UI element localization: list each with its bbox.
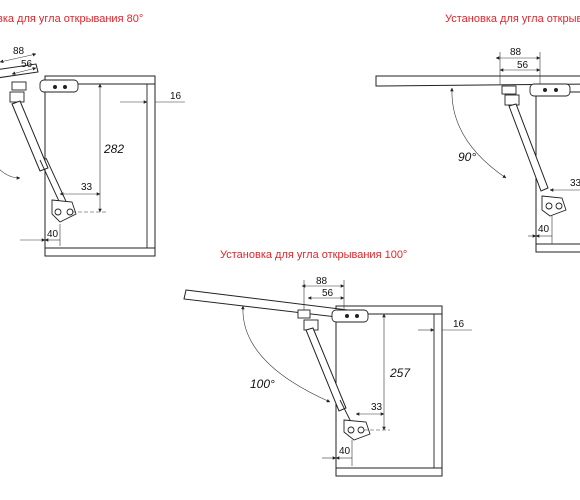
dim-257: 257 [389, 366, 411, 380]
dim-282: 282 [103, 142, 124, 156]
mechanism-80 [9, 79, 79, 223]
gas-strut-90 [508, 103, 549, 192]
dim-56-80: 56 [21, 59, 33, 70]
dim-33-80: 33 [81, 182, 93, 193]
dim-33-90: 33 [570, 178, 580, 189]
angle-90: 90° [458, 150, 476, 164]
gas-strut-80 [11, 100, 49, 172]
diagram-80-title: Установка для угла открывания 80° [0, 13, 143, 25]
dim-33-100: 33 [371, 402, 383, 413]
dim-16-100: 16 [453, 319, 465, 330]
dim-88-100: 88 [316, 276, 328, 287]
diagram-100: Установка для угла открывания 100° 88 56 [183, 249, 472, 477]
diagram-90-title: Установка для угла открывания 90° [445, 13, 580, 25]
dim-40-80: 40 [47, 229, 59, 240]
dim-40-90: 40 [538, 224, 550, 235]
cabinet-90 [535, 83, 580, 253]
lid-80 [0, 63, 39, 79]
dim-16-80: 16 [170, 91, 182, 102]
angle-100: 100° [250, 377, 275, 391]
mechanism-90 [501, 83, 571, 217]
diagram-80: Установка для угла открывания 80° 88 56 [0, 13, 185, 257]
lid-90 [375, 75, 580, 87]
dim-40-100: 40 [339, 446, 351, 457]
dim-88-90: 88 [510, 47, 522, 58]
diagram-100-title: Установка для угла открывания 100° [220, 249, 407, 261]
diagram-90: Установка для угла открывания 90° 88 56 … [375, 13, 580, 253]
dim-56-100: 56 [322, 288, 334, 299]
cabinet-100 [335, 305, 443, 477]
dim-88-80: 88 [13, 46, 25, 57]
dim-56-90: 56 [517, 60, 529, 71]
